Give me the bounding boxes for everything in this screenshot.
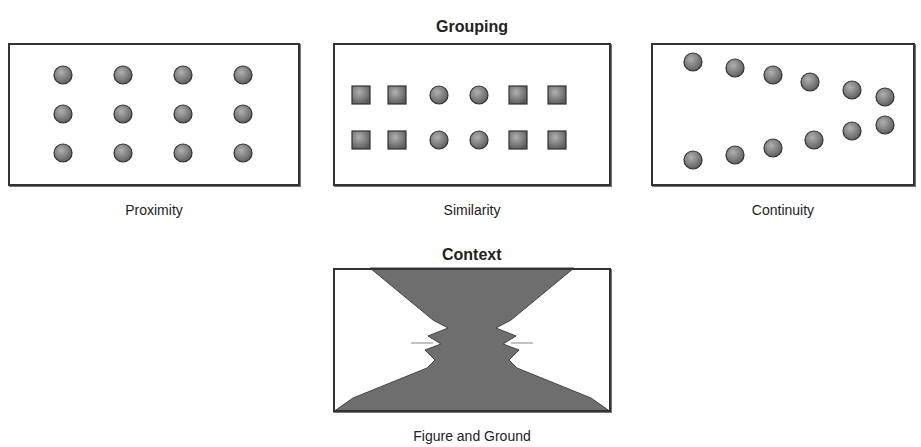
panel-frame bbox=[8, 43, 300, 186]
panel-frame bbox=[651, 43, 915, 186]
vase-faces bbox=[333, 268, 611, 412]
similarity-shapes bbox=[352, 86, 566, 149]
example-panel: Figure and Ground bbox=[333, 268, 611, 444]
panel-caption: Continuity bbox=[651, 202, 915, 218]
panel-caption: Proximity bbox=[8, 202, 300, 218]
panel-caption: Figure and Ground bbox=[333, 428, 611, 444]
panel-frame bbox=[333, 268, 611, 412]
section-heading: Grouping bbox=[436, 18, 508, 36]
example-panel: Similarity bbox=[333, 43, 611, 218]
proximity-dots bbox=[54, 66, 252, 162]
continuity-dots bbox=[684, 53, 894, 169]
example-panel: Continuity bbox=[651, 43, 915, 218]
section-heading: Context bbox=[442, 246, 502, 264]
panel-frame bbox=[333, 43, 611, 186]
example-panel: Proximity bbox=[8, 43, 300, 218]
panel-caption: Similarity bbox=[333, 202, 611, 218]
